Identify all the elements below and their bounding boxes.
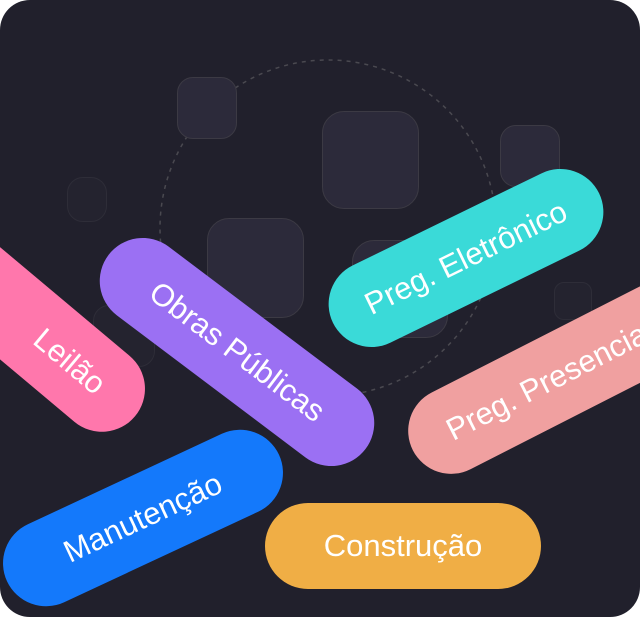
background-square [322, 111, 419, 209]
background-square [177, 77, 237, 139]
background-square [67, 177, 107, 222]
tag-construcao[interactable]: Construção [265, 503, 541, 589]
